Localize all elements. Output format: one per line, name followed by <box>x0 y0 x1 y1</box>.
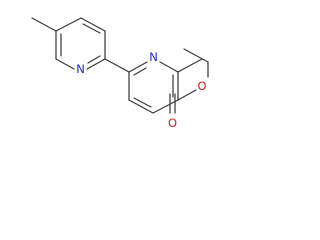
atom-label-n-right: N <box>149 50 158 64</box>
bond-c4-c3-inner <box>82 23 101 34</box>
bond-carbonyl-oxygen <box>177 89 197 101</box>
bond-c2-n1 <box>86 58 106 70</box>
bond-c5-c4 <box>55 17 82 32</box>
bond-ch2-ch3 <box>183 48 209 63</box>
chemical-structure: N N O O <box>31 17 209 130</box>
ester-chain <box>177 48 209 101</box>
bond-c2p-n1p <box>128 61 148 73</box>
bond-ring-carbonyl <box>177 58 203 73</box>
atom-label-o-ester: O <box>197 79 206 93</box>
ethyl-ester-group <box>169 58 203 114</box>
bond-n1p-c6p <box>159 61 179 73</box>
bond-methyl <box>31 17 57 32</box>
atom-label-o-carbonyl: O <box>168 116 177 130</box>
bond-biaryl <box>104 58 130 73</box>
left-pyridine-ring <box>31 17 106 70</box>
atom-label-n-left: N <box>76 62 85 76</box>
bond-c5p-c4p <box>152 99 179 114</box>
bond-c2-n1-inner <box>87 55 101 64</box>
bond-c2p-n1p-inner <box>133 67 147 76</box>
right-pyridine-ring <box>128 61 179 114</box>
bond-c4p-c3p <box>128 99 154 114</box>
bond-c4p-c3p-inner <box>133 97 152 108</box>
bond-n1-c6 <box>55 58 75 70</box>
bond-c4-c3 <box>80 17 106 32</box>
